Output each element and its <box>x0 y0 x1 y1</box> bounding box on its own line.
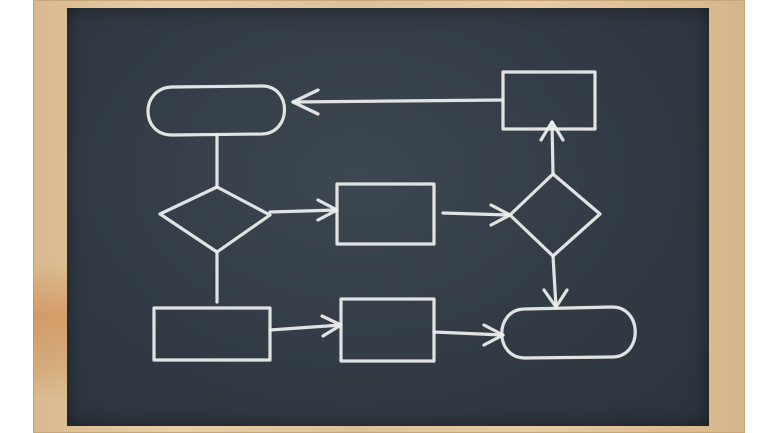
top-right-box <box>501 70 597 131</box>
arrow-down-line <box>551 254 558 309</box>
arrow-up-line <box>550 120 555 176</box>
middle-box <box>335 182 436 246</box>
right-decision-diamond <box>508 172 602 258</box>
arrow-up-head <box>539 120 565 142</box>
bottom-left-box <box>152 306 272 362</box>
arrow-top-line <box>291 98 505 104</box>
arrow-middle-1-line <box>268 208 339 214</box>
start-terminator <box>146 84 286 137</box>
end-terminator <box>500 305 637 360</box>
arrow-bottom-1-line <box>268 323 343 332</box>
arrow-middle-2-line <box>441 211 512 217</box>
arrow-top-head <box>291 88 320 116</box>
arrow-bottom-2-line <box>432 330 505 337</box>
bottom-middle-box <box>339 297 436 363</box>
frame-stain <box>33 260 67 400</box>
left-decision-diamond <box>158 185 272 254</box>
